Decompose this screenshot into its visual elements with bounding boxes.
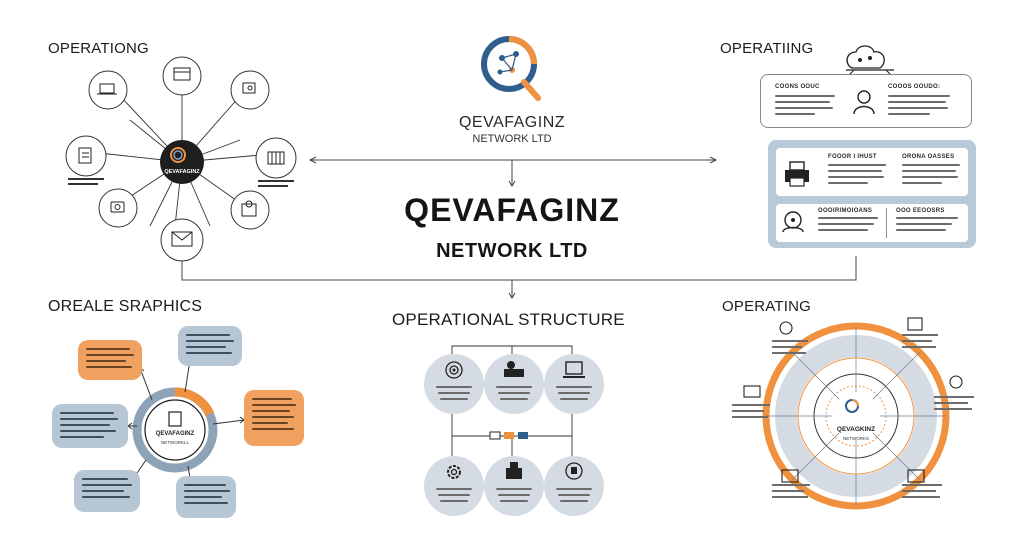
- bell-person-icon: [565, 462, 583, 480]
- hub-bottom-right-sub: NETWORKS: [842, 436, 869, 441]
- panel-1-left-title: COONS OOUC: [775, 84, 820, 90]
- section-title-top-left: OPERATIONG: [48, 40, 149, 57]
- panel-3-left-title: OOOIRIMOIOANS: [818, 208, 873, 214]
- structure-circle-6: [544, 456, 604, 516]
- brain-icon: [846, 45, 894, 77]
- panel-2-left-title: FOOOR I IHUST: [828, 154, 877, 160]
- structure-circle-3: [544, 354, 604, 414]
- logo-name: QEVAFAGINZ: [458, 114, 566, 131]
- presentation-icon: [504, 361, 524, 377]
- brand-name: QEVAFAGINZ: [404, 192, 620, 228]
- structure-circle-1: [424, 354, 484, 414]
- section-title-top-right: OPERATIING: [720, 40, 814, 57]
- target-icon: [445, 361, 463, 379]
- hub-bottom-left-sub: NETWORKLL: [160, 440, 189, 445]
- structure-connectors: [451, 345, 573, 456]
- search-network-icon: [481, 36, 541, 101]
- bubble-blue-left: [52, 404, 128, 448]
- gear-icon: [447, 465, 461, 479]
- laptop-icon: [563, 361, 585, 378]
- section-title-bottom-left: OREALE SRAPHICS: [48, 298, 203, 315]
- bubble-diagram-bottom-left: [127, 359, 245, 479]
- printer-icon: [785, 161, 809, 187]
- hub-bottom-left-name: QEVAFAGINZ: [155, 431, 195, 437]
- section-title-bottom-center: OPERATIONAL STRUCTURE: [392, 310, 625, 329]
- section-title-bottom-right: OPERATING: [722, 298, 812, 315]
- building-icon: [506, 462, 522, 479]
- logo-subtitle: NETWORK LTD: [472, 133, 552, 145]
- circular-diagram-bottom-right: [732, 317, 974, 510]
- radial-diagram-top-left: [65, 56, 297, 262]
- person-chat-icon: [853, 90, 875, 115]
- brand-subtitle: NETWORK LTD: [436, 240, 588, 262]
- panel-1-right-title: COOOS OOUDO:: [888, 84, 941, 90]
- hub-bottom-right-name: QEVAGKINZ: [836, 426, 876, 433]
- headset-icon: [782, 211, 804, 233]
- hub-top-left-name: QEVAFAGINZ: [164, 169, 200, 175]
- panel-3-right-title: OOO EEOOSRS: [896, 208, 945, 214]
- panel-2-right-title: ORONA OASSES: [902, 154, 955, 160]
